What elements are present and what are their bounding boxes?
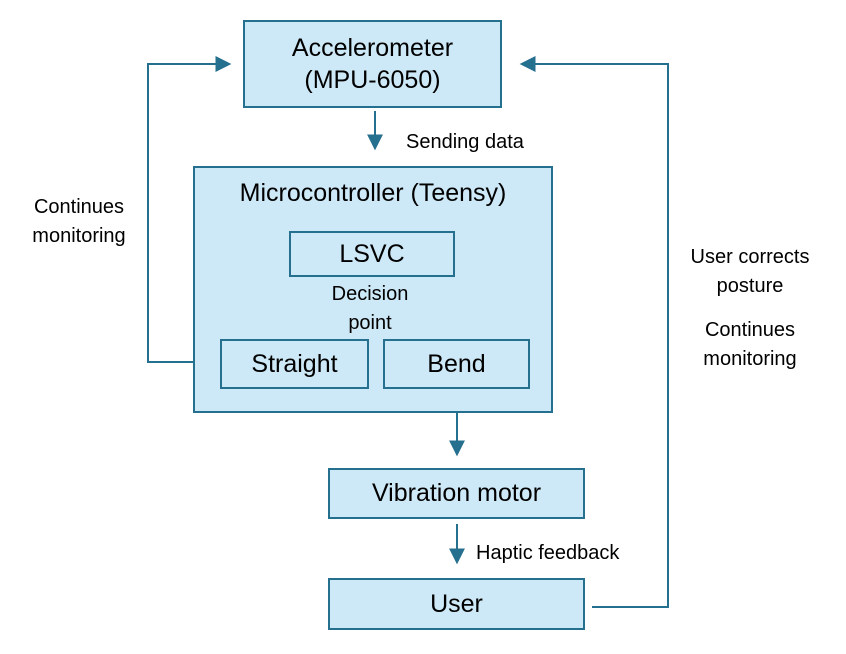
node-bend: Bend bbox=[383, 339, 530, 389]
label-continues-monitoring-left: Continues monitoring bbox=[32, 196, 126, 247]
node-vibration-motor: Vibration motor bbox=[328, 468, 585, 519]
node-microcontroller: Microcontroller (Teensy) LSVC Straight B… bbox=[193, 166, 553, 413]
label-decision-point: Decision point bbox=[331, 283, 409, 334]
node-straight: Straight bbox=[220, 339, 369, 389]
label-user-corrects-posture: User corrects posture bbox=[690, 246, 810, 297]
label-continues-monitoring-right: Continues monitoring bbox=[703, 319, 797, 370]
loop-user-to-accelerometer bbox=[519, 56, 669, 608]
label-sending-data: Sending data bbox=[406, 131, 524, 153]
node-lsvc: LSVC bbox=[289, 231, 455, 277]
node-user: User bbox=[328, 578, 585, 630]
loop-straight-to-accelerometer bbox=[147, 56, 232, 363]
label-haptic-feedback: Haptic feedback bbox=[476, 542, 620, 564]
node-accelerometer: Accelerometer (MPU-6050) bbox=[243, 20, 502, 108]
microcontroller-title: Microcontroller (Teensy) bbox=[239, 179, 507, 207]
